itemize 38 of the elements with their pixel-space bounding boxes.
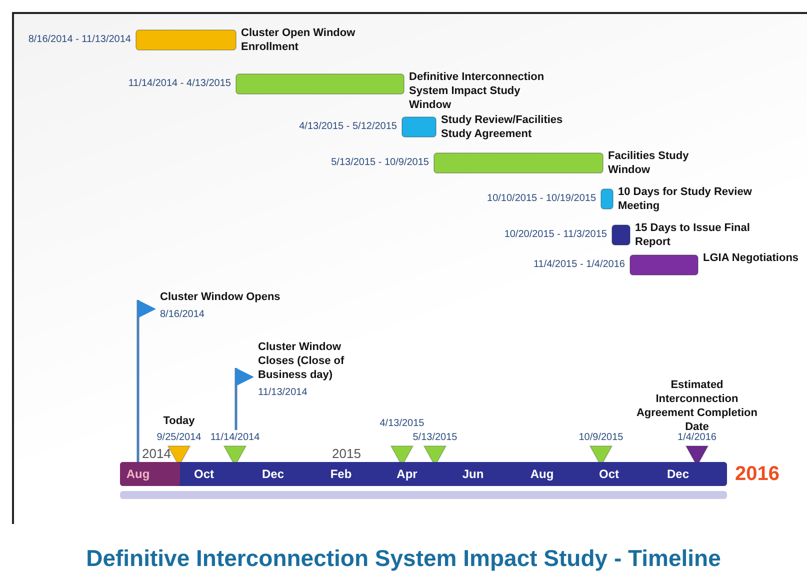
task-label: Study Review/Facilities Study Agreement bbox=[441, 113, 564, 141]
date-range-label: 11/4/2015 - 1/4/2016 bbox=[533, 258, 625, 271]
year-label: 2015 bbox=[332, 446, 361, 461]
task-label: 15 Days to Issue Final Report bbox=[635, 221, 751, 249]
date-label: 8/16/2014 bbox=[160, 308, 206, 321]
month-label: Apr bbox=[396, 467, 418, 481]
month-label: Oct bbox=[598, 467, 620, 481]
month-label: Dec bbox=[260, 467, 285, 481]
date-label: 1/4/2016 bbox=[676, 431, 718, 444]
milestone-label: Estimated Interconnection Agreement Completion Date bbox=[635, 378, 758, 433]
task-label: Facilities Study Window bbox=[608, 149, 690, 177]
month-label: Oct bbox=[192, 467, 215, 481]
diagram-title: Definitive Interconnection System Impact Study - Timeline bbox=[85, 545, 722, 572]
date-range-label: 4/13/2015 - 5/12/2015 bbox=[299, 120, 397, 133]
month-label: Jun bbox=[461, 467, 485, 481]
task-label: Definitive Interconnection System Impact Study Window bbox=[409, 70, 546, 112]
milestone-label: Today bbox=[162, 414, 196, 428]
date-label: 10/9/2015 bbox=[578, 431, 624, 444]
milestone-label: Cluster Window Closes (Close of Business day) bbox=[258, 340, 346, 382]
month-label: Feb bbox=[329, 467, 353, 481]
task-label: Cluster Open Window Enrollment bbox=[241, 26, 356, 54]
month-label: Aug bbox=[529, 467, 555, 481]
date-label: 4/13/2015 bbox=[378, 417, 426, 430]
task-label: LGIA Negotiations bbox=[703, 251, 800, 265]
year-label: 2014 bbox=[142, 446, 171, 461]
date-label: 11/13/2014 bbox=[258, 386, 308, 399]
month-label: Aug bbox=[125, 467, 151, 481]
month-label: Dec bbox=[666, 467, 690, 481]
date-range-label: 10/10/2015 - 10/19/2015 bbox=[487, 192, 596, 205]
date-label: 11/14/2014 bbox=[209, 431, 261, 444]
date-range-label: 11/14/2014 - 4/13/2015 bbox=[128, 77, 231, 90]
milestone-label: Cluster Window Opens bbox=[160, 290, 282, 304]
date-label: 5/13/2015 bbox=[412, 431, 458, 444]
date-range-label: 5/13/2015 - 10/9/2015 bbox=[331, 156, 429, 169]
task-label: 10 Days for Study Review Meeting bbox=[618, 185, 753, 213]
date-range-label: 10/20/2015 - 11/3/2015 bbox=[504, 228, 607, 241]
date-range-label: 8/16/2014 - 11/13/2014 bbox=[28, 33, 131, 46]
year-label: 2016 bbox=[735, 463, 780, 486]
